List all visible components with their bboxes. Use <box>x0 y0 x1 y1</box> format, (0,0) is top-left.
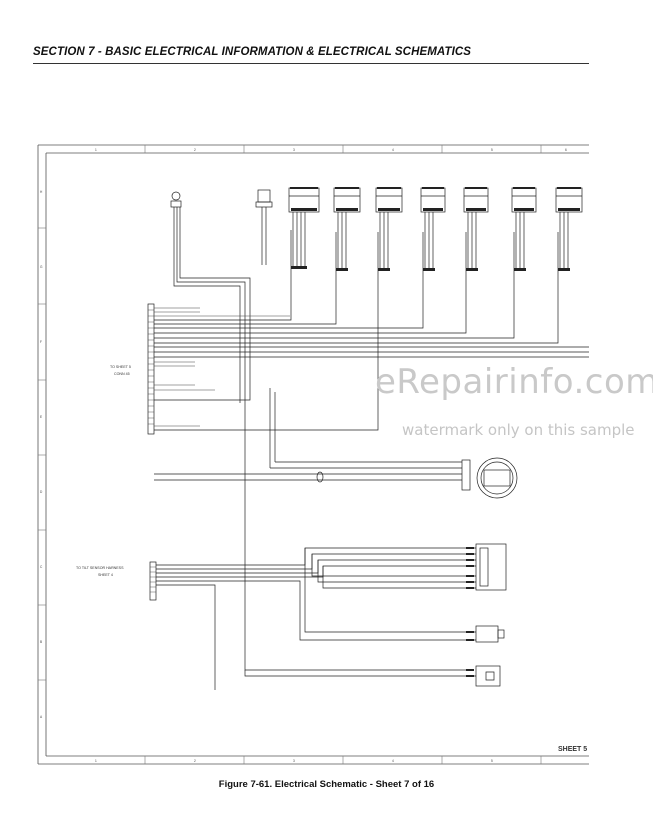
column-label: 3 <box>293 759 295 763</box>
row-label: F <box>40 340 42 344</box>
row-label: H <box>40 190 43 194</box>
row-label: A <box>40 715 43 719</box>
wire-end-markers <box>291 266 570 271</box>
round-gauge <box>154 388 518 499</box>
sheet-label: SHEET 5 <box>558 746 588 753</box>
column-label: 1 <box>95 148 97 152</box>
header-divider <box>33 63 589 64</box>
row-label: E <box>40 415 42 419</box>
watermark-note: watermark only on this sample <box>402 421 635 439</box>
column-label: 6 <box>565 148 567 152</box>
row-ticks <box>38 227 46 681</box>
row-label: G <box>40 265 43 269</box>
column-labels: 1 2 3 4 5 6 1 2 3 4 5 <box>95 148 567 763</box>
bottom-right-connectors <box>475 543 507 687</box>
left-connector-1-wires <box>154 307 290 427</box>
left-connector-2: TO TILT SENSOR HARNESS SHEET 4 <box>76 561 157 601</box>
top-component-pins <box>290 187 581 211</box>
column-label: 4 <box>392 148 394 152</box>
column-label: 5 <box>491 759 493 763</box>
row-label: C <box>40 565 43 569</box>
connector-2-label-line1: TO TILT SENSOR HARNESS <box>76 566 124 570</box>
schematic-frame <box>37 144 589 765</box>
watermark: eRepairinfo.com <box>375 362 653 402</box>
connector-1-label-line2: CONN 45 <box>114 372 130 376</box>
connector-1-label-line1: TO SHEET 5 <box>110 365 131 369</box>
column-label: 3 <box>293 148 295 152</box>
column-label: 1 <box>95 759 97 763</box>
figure-caption: Figure 7-61. Electrical Schematic - Shee… <box>218 779 435 790</box>
column-ticks <box>144 145 542 764</box>
connector-2-label-line2: SHEET 4 <box>98 573 113 577</box>
column-label: 2 <box>194 148 196 152</box>
top-wires <box>154 207 589 671</box>
left-connector-1: TO SHEET 5 CONN 45 <box>110 303 155 435</box>
column-label: 2 <box>194 759 196 763</box>
section-title: SECTION 7 - BASIC ELECTRICAL INFORMATION… <box>33 46 472 58</box>
column-label: 4 <box>392 759 394 763</box>
row-label: D <box>40 490 43 494</box>
bottom-right-pins <box>466 547 474 677</box>
bottom-wires <box>156 547 476 690</box>
row-labels: H G F E D C B A <box>40 190 43 719</box>
column-label: 5 <box>491 148 493 152</box>
row-label: B <box>40 640 42 644</box>
